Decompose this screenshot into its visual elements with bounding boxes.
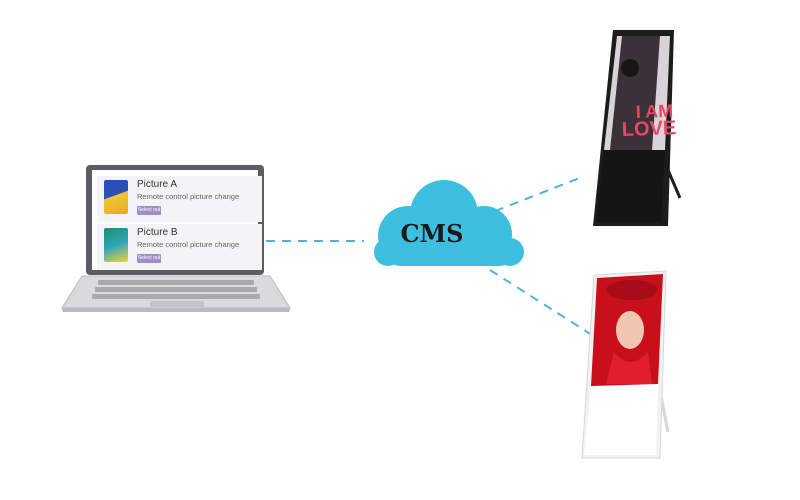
- white-floor-stand-display: [581, 270, 670, 459]
- picture-a-thumbnail: [104, 180, 128, 214]
- picture-row-b[interactable]: Picture B Remote control picture change …: [97, 224, 262, 270]
- cms-cloud: [374, 180, 524, 266]
- laptop-keyboard: [92, 280, 260, 299]
- picture-a-subtitle: Remote control picture change: [137, 192, 240, 201]
- laptop-front-edge: [62, 308, 290, 312]
- laptop-touchpad: [150, 301, 204, 307]
- picture-b-select-button[interactable]: Select out: [137, 254, 161, 263]
- picture-b-subtitle: Remote control picture change: [137, 240, 240, 249]
- black-floor-stand-display: I AM LOVE: [593, 30, 682, 226]
- picture-a-title: Picture A: [137, 179, 178, 190]
- black-display-lower-panel: [596, 150, 665, 222]
- picture-row-a[interactable]: Picture A Remote control picture change …: [97, 176, 262, 222]
- picture-a-select-button[interactable]: Select out: [137, 206, 161, 215]
- cms-label: CMS: [400, 219, 464, 248]
- black-display-poster-text: I AM: [635, 101, 673, 122]
- picture-b-title: Picture B: [137, 227, 178, 238]
- picture-b-thumbnail: [104, 228, 128, 262]
- link-cms-white-display: [489, 269, 593, 336]
- white-display-lower-panel: [584, 384, 658, 455]
- svg-text:LOVE: LOVE: [621, 117, 676, 141]
